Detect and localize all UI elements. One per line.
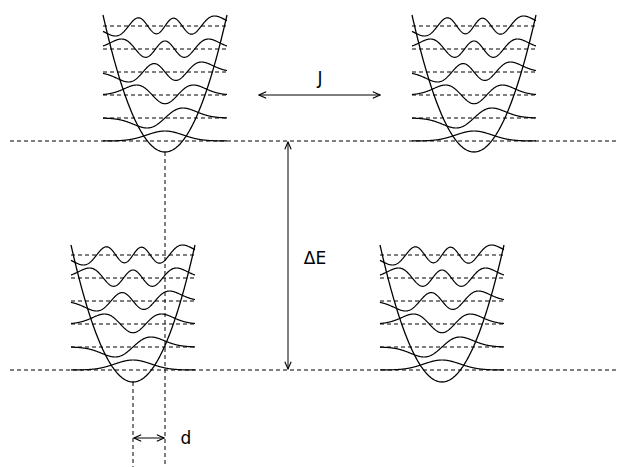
wavefunction	[103, 108, 227, 128]
wavefunction	[412, 85, 536, 104]
energy-level	[412, 95, 536, 96]
lower-center-line	[133, 382, 134, 467]
wavefunction	[71, 245, 195, 265]
energy-level	[103, 95, 227, 96]
energy-level	[103, 49, 227, 50]
wavefunction	[71, 268, 195, 286]
wavefunction	[412, 108, 536, 128]
wavefunction	[412, 131, 536, 141]
wells	[71, 15, 536, 382]
lower-level-line	[10, 370, 619, 371]
wavefunction	[380, 337, 504, 357]
energy-level	[380, 324, 504, 325]
potential-parabola	[103, 15, 227, 152]
wavefunction	[71, 314, 195, 333]
wavefunction	[380, 291, 504, 311]
potential-parabola	[412, 15, 536, 152]
energy-level	[71, 278, 195, 279]
potential-parabola	[380, 245, 504, 382]
wavefunction	[103, 85, 227, 104]
wavefunction	[103, 39, 227, 57]
wavefunction	[380, 314, 504, 333]
displacement-arrow	[134, 438, 164, 439]
wavefunction	[380, 360, 504, 370]
wavefunction	[103, 16, 227, 36]
energy-gap-label: ΔE	[302, 249, 328, 268]
coupling-arrow	[259, 95, 380, 96]
wavefunction	[71, 337, 195, 357]
wavefunction	[71, 360, 195, 370]
upper-level-line	[10, 141, 619, 142]
displacement-label: d	[179, 429, 194, 448]
wavefunction	[103, 131, 227, 141]
wavefunction	[412, 16, 536, 36]
wavefunction	[103, 62, 227, 82]
energy-gap-arrow	[288, 142, 289, 369]
energy-level	[412, 49, 536, 50]
wavefunction	[412, 62, 536, 82]
wavefunction	[380, 245, 504, 265]
upper-center-line	[165, 152, 166, 467]
energy-level	[71, 324, 195, 325]
wavefunction	[412, 39, 536, 57]
wavefunction	[71, 291, 195, 311]
wavefunction	[380, 268, 504, 286]
energy-level	[380, 278, 504, 279]
potential-parabola	[71, 245, 195, 382]
coupling-label: J	[315, 69, 324, 88]
